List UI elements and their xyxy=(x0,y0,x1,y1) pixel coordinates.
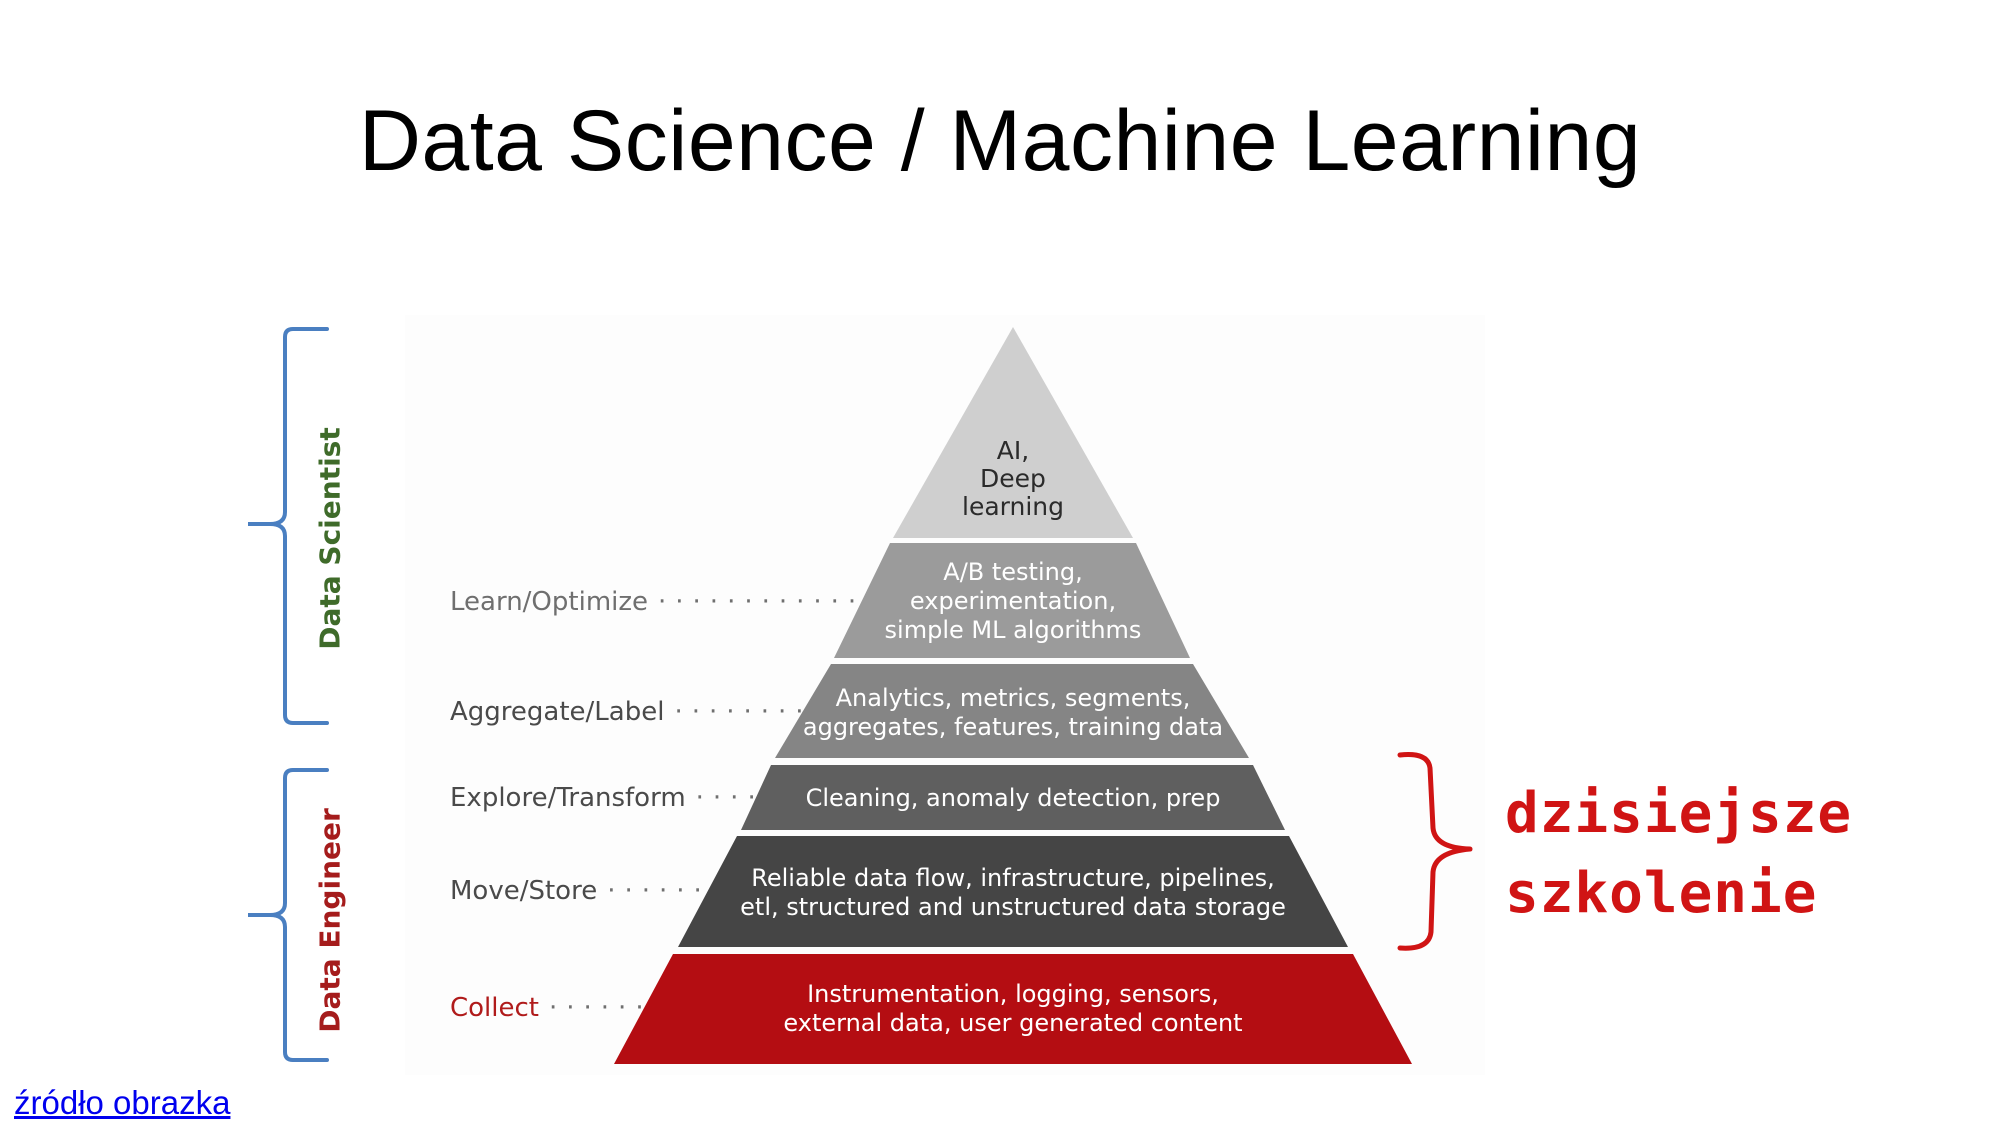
pyramid-level-data-flow xyxy=(678,836,1348,947)
role-data-scientist: Data Scientist xyxy=(313,427,347,650)
leader-dots: ······ xyxy=(549,993,653,1023)
annotation-line-1: dzisiejsze xyxy=(1505,781,1853,846)
level-ai-text: AI, Deep learning xyxy=(962,436,1064,521)
level-cleaning-text: Cleaning, anomaly detection, prep xyxy=(805,784,1221,812)
step-collect: Collect ······ xyxy=(450,993,653,1023)
level-data-flow-text: Reliable data flow, infrastructure, pipe… xyxy=(740,864,1286,921)
step-explore-transform: Explore/Transform ···· xyxy=(450,783,765,813)
step-label: Learn/Optimize xyxy=(450,587,649,617)
step-aggregate-label: Aggregate/Label ········ xyxy=(450,697,813,727)
step-label: Aggregate/Label xyxy=(450,697,665,727)
leader-dots: ···· xyxy=(695,783,765,813)
pyramid-level-cleaning xyxy=(741,765,1285,830)
level-collect-text: Instrumentation, logging, sensors, exter… xyxy=(783,980,1243,1037)
slide-title: Data Science / Machine Learning xyxy=(358,93,1642,189)
role-data-engineer: Data Engineer xyxy=(313,808,347,1033)
annotation-brace xyxy=(1397,752,1473,951)
pyramid-level-ab-testing xyxy=(834,543,1190,658)
step-label: Collect xyxy=(450,993,539,1023)
leader-dots: ········ xyxy=(674,697,813,727)
annotation-line-2: szkolenie xyxy=(1505,861,1818,926)
leader-dots: ············ xyxy=(658,587,866,617)
step-learn-optimize: Learn/Optimize ············ xyxy=(450,587,865,617)
step-label: Explore/Transform xyxy=(450,783,686,813)
data-scientist-brace xyxy=(248,327,329,725)
data-engineer-brace xyxy=(248,768,329,1062)
level-ab-testing-text: A/B testing, experimentation, simple ML … xyxy=(884,558,1142,644)
pyramid-level-analytics xyxy=(775,664,1249,758)
pyramid-level-collect xyxy=(614,954,1412,1064)
pyramid-level-ai xyxy=(893,327,1133,538)
image-source-link[interactable]: źródło obrazka xyxy=(14,1084,231,1121)
leader-dots: ······ xyxy=(607,876,711,906)
level-analytics-text: Analytics, metrics, segments, aggregates… xyxy=(802,684,1224,741)
step-move-store: Move/Store ······ xyxy=(450,876,711,906)
step-label: Move/Store xyxy=(450,876,598,906)
